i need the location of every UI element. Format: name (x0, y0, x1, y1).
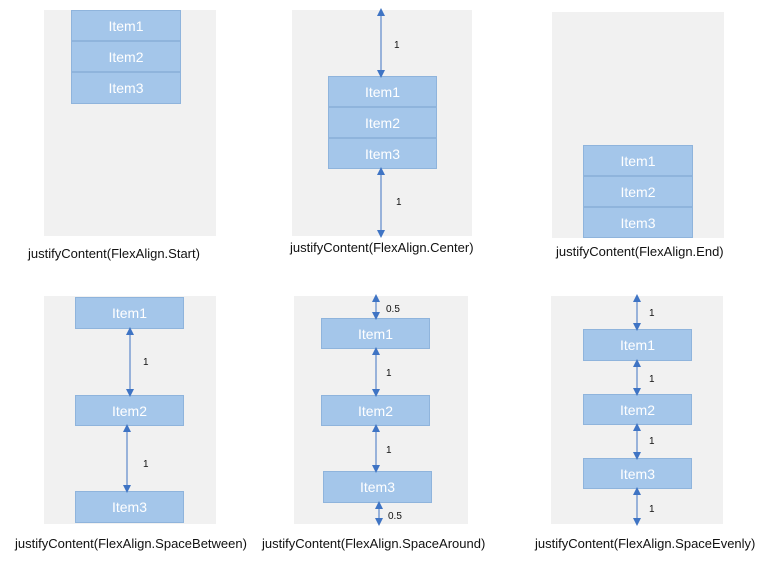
caption-end: justifyContent(FlexAlign.End) (556, 244, 724, 259)
item3-box: Item3 (75, 491, 184, 523)
item1-box: Item1 (71, 10, 181, 41)
item3-box: Item3 (328, 138, 437, 169)
gap-label: 0.5 (388, 511, 402, 522)
gap-label: 0.5 (386, 304, 400, 315)
item1-box: Item1 (75, 297, 184, 329)
item2-box: Item2 (75, 395, 184, 426)
gap-label: 1 (649, 436, 655, 447)
caption-space-around: justifyContent(FlexAlign.SpaceAround) (262, 536, 486, 551)
item1-box: Item1 (583, 145, 693, 176)
item3-box: Item3 (71, 72, 181, 104)
item2-box: Item2 (583, 176, 693, 207)
gap-label: 1 (649, 504, 655, 515)
caption-start: justifyContent(FlexAlign.Start) (28, 246, 200, 261)
item1-box: Item1 (583, 329, 692, 361)
gap-label: 1 (143, 459, 149, 470)
item2-box: Item2 (71, 41, 181, 72)
caption-center: justifyContent(FlexAlign.Center) (290, 240, 474, 255)
gap-label: 1 (386, 368, 392, 379)
gap-label: 1 (649, 374, 655, 385)
gap-label: 1 (649, 308, 655, 319)
item2-box: Item2 (328, 107, 437, 138)
gap-label: 1 (396, 197, 402, 208)
item3-box: Item3 (583, 207, 693, 238)
item2-box: Item2 (583, 394, 692, 425)
caption-space-between: justifyContent(FlexAlign.SpaceBetween) (15, 536, 247, 551)
gap-label: 1 (386, 445, 392, 456)
gap-label: 1 (143, 357, 149, 368)
caption-space-evenly: justifyContent(FlexAlign.SpaceEvenly) (535, 536, 756, 551)
gap-label: 1 (394, 40, 400, 51)
